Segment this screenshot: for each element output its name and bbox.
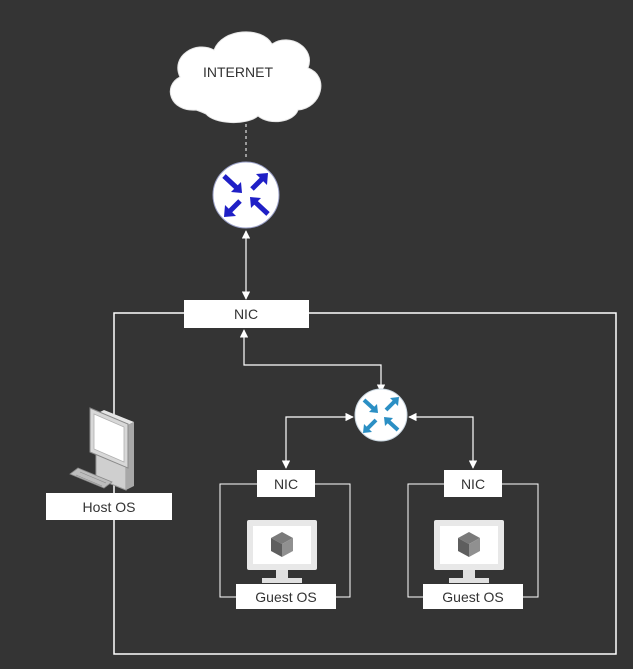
nic-to-switch-link: [239, 329, 386, 393]
router-icon: [362, 397, 400, 433]
host-os[interactable]: Host OS: [46, 493, 172, 520]
switch-to-guest2-link: [408, 412, 478, 469]
cloud-label: INTERNET: [203, 64, 273, 80]
host-os-label: Host OS: [83, 499, 136, 515]
guest2-nic[interactable]: NIC: [444, 470, 502, 497]
desktop-computer-icon: [69, 407, 134, 491]
switch-to-guest1-link: [281, 412, 354, 469]
guest2-nic-label: NIC: [461, 476, 485, 492]
host-boundary: [113, 312, 617, 655]
guest1-os-label: Guest OS: [255, 589, 316, 605]
virtual-machine-monitor-icon: [434, 520, 504, 583]
guest2-os-label: Guest OS: [442, 589, 503, 605]
internet-cloud[interactable]: INTERNET: [169, 31, 322, 123]
guest1-nic-label: NIC: [274, 476, 298, 492]
virtual-switch[interactable]: [354, 388, 408, 442]
guest1-os[interactable]: Guest OS: [236, 584, 336, 609]
host-nic-label: NIC: [234, 306, 258, 322]
guest2-os[interactable]: Guest OS: [423, 584, 523, 609]
host-nic[interactable]: NIC: [184, 300, 309, 328]
virtual-machine-monitor-icon: [247, 520, 317, 583]
guest1-nic[interactable]: NIC: [257, 470, 315, 497]
cloud-icon: [169, 31, 322, 123]
router-icon: [222, 173, 270, 217]
internet-router[interactable]: [212, 161, 280, 229]
